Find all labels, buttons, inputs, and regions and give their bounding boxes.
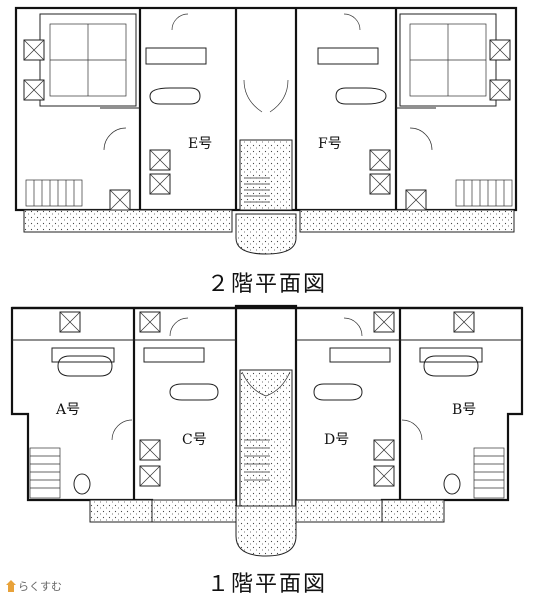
house-logo-icon bbox=[6, 580, 16, 592]
unit-label-e: E号 bbox=[188, 136, 212, 152]
stair-landing-bay-1f bbox=[235, 505, 297, 557]
stair-landing-bay-2f bbox=[235, 213, 297, 255]
balcony-a bbox=[89, 499, 153, 523]
balcony-c bbox=[151, 499, 237, 523]
first-floor-plan: A号 B号 C号 D号 bbox=[10, 304, 524, 557]
second-floor-title: ２階平面図 bbox=[206, 272, 327, 297]
second-floor-plan: E号 F号 bbox=[14, 6, 518, 255]
balcony-left-2f bbox=[23, 209, 233, 233]
first-floor-title: １階平面図 bbox=[206, 572, 327, 597]
unit-label-b: B号 bbox=[452, 402, 476, 418]
balcony-b bbox=[381, 499, 445, 523]
unit-label-f: F号 bbox=[318, 136, 342, 152]
balcony-d bbox=[295, 499, 383, 523]
watermark-text: らくすむ bbox=[18, 580, 62, 593]
watermark-brand: らくすむ bbox=[6, 578, 62, 594]
unit-label-a: A号 bbox=[55, 402, 80, 418]
unit-label-c: C号 bbox=[182, 432, 207, 448]
balcony-right-2f bbox=[299, 209, 515, 233]
unit-label-d: D号 bbox=[324, 432, 349, 448]
